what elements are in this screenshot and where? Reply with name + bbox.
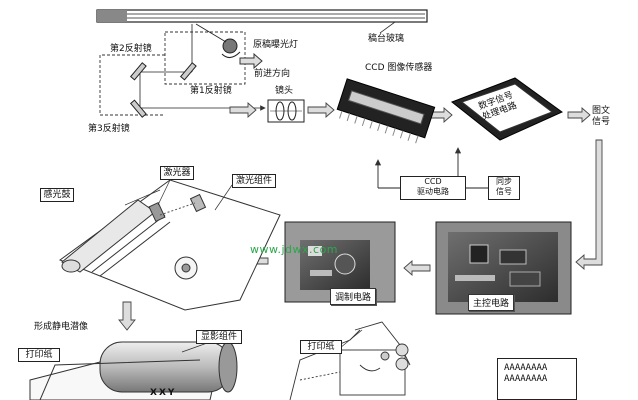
main-control-circuit-label: 主控电路 — [468, 294, 515, 311]
developer-assembly-icon — [29, 341, 238, 400]
drum-text: XXY — [150, 388, 177, 398]
developer-assembly-label: 显影组件 — [196, 330, 242, 344]
sync-signal-box: 同步 信号 — [488, 176, 520, 200]
image-signal-line-1: 图文 — [592, 106, 611, 116]
mirror-2-icon — [129, 62, 147, 81]
form-latent-image-label: 形成静电潜像 — [34, 322, 89, 332]
mirror-1-label: 第1反射镜 — [190, 86, 232, 96]
exposure-lamp-label: 原稿曝光灯 — [253, 40, 299, 50]
print-paper-left-label: 打印纸 — [18, 348, 60, 362]
laser-assembly-label: 激光组件 — [232, 174, 276, 188]
mirror-2-label: 第2反射镜 — [110, 44, 152, 54]
laser-label: 激光器 — [160, 166, 194, 180]
mirror-1-icon — [179, 62, 197, 81]
laser-assembly-icon — [58, 179, 281, 311]
photoconductor-drum-icon — [61, 199, 156, 273]
lens-icon — [267, 99, 305, 123]
exposure-lamp-icon — [195, 23, 241, 58]
sync-signal-line-1: 同步 — [496, 177, 512, 186]
print-paper-right-label: 打印纸 — [300, 340, 342, 354]
photoconductor-drum-label: 感光鼓 — [40, 188, 74, 202]
ccd-driver-line-1: CCD — [424, 177, 442, 186]
ccd-driver-line-2: 驱动电路 — [417, 187, 449, 196]
ccd-sensor-label: CCD 图像传感器 — [365, 63, 433, 73]
printed-line-2: AAAAAAAA — [504, 374, 548, 384]
modulation-circuit-label: 调制电路 — [330, 288, 377, 305]
platen-glass — [96, 9, 428, 23]
dsp-chip-icon — [450, 77, 563, 141]
forward-direction-label: 前进方向 — [254, 69, 291, 79]
image-signal-label: 图文 信号 — [592, 106, 610, 128]
mirror-3-label: 第3反射镜 — [88, 124, 130, 134]
lens-label: 镜头 — [275, 86, 294, 96]
paper-transport-icon — [289, 321, 411, 400]
printed-output-paper: AAAAAAAA AAAAAAAA — [497, 358, 577, 400]
ccd-sensor-chip-icon — [336, 78, 436, 144]
forward-arrow-icon — [239, 52, 263, 70]
printed-line-1: AAAAAAAA — [504, 363, 548, 373]
mirror-3-icon — [129, 99, 147, 118]
feedback-lines — [374, 147, 488, 189]
platen-glass-label: 稿台玻璃 — [368, 34, 405, 44]
ccd-driver-box: CCD 驱动电路 — [400, 176, 466, 200]
watermark: www.jdwx.com — [250, 243, 339, 256]
image-signal-line-2: 信号 — [592, 117, 611, 127]
sync-signal-line-2: 信号 — [496, 187, 512, 196]
